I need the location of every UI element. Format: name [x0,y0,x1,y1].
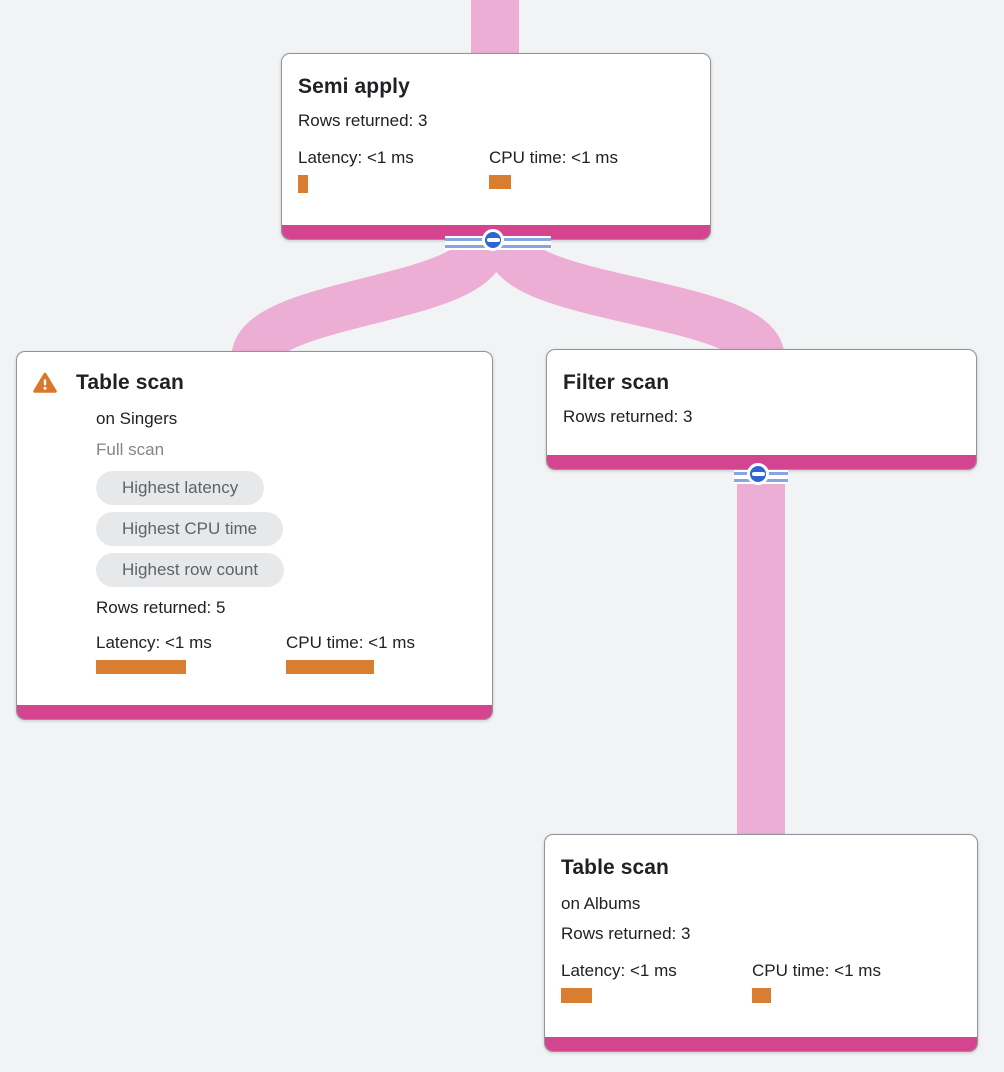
cpu-time-bar [489,175,511,189]
latency-label: Latency: <1 ms [561,961,677,980]
edge-semi-apply-to-filter-scan [485,237,785,364]
collapse-button-semi-apply[interactable] [482,229,504,251]
node-table-scan-singers[interactable]: Table scan on Singers Full scan Highest … [16,351,493,720]
node-subtitle: on Singers [96,409,178,428]
warning-triangle-icon [33,372,57,394]
latency-label: Latency: <1 ms [298,148,414,167]
cpu-time-label: CPU time: <1 ms [286,633,415,652]
edge-semi-apply-to-table-scan [231,238,507,363]
node-table-scan-albums[interactable]: Table scan on Albums Rows returned: 3 La… [544,834,978,1052]
node-footer-bar [547,455,976,469]
badge-highest-latency: Highest latency [96,471,265,505]
latency-bar [96,660,186,674]
rows-returned: Rows returned: 3 [563,407,693,426]
latency-bar [298,175,308,193]
node-footer-bar [545,1037,977,1051]
node-subtitle: on Albums [561,894,641,913]
node-title: Table scan [561,856,669,879]
minus-icon [486,238,500,242]
rows-returned: Rows returned: 3 [298,111,428,130]
collapse-button-filter-scan[interactable] [747,463,769,485]
node-semi-apply[interactable]: Semi apply Rows returned: 3 Latency: <1 … [281,53,711,240]
latency-bar [561,988,592,1003]
node-filter-scan[interactable]: Filter scan Rows returned: 3 [546,349,977,470]
cpu-time-bar [752,988,771,1003]
rows-returned: Rows returned: 5 [96,598,226,617]
cpu-time-bar [286,660,374,674]
cpu-time-label: CPU time: <1 ms [489,148,618,167]
minus-icon [751,472,765,476]
scan-type: Full scan [96,440,165,459]
badge-list: Highest latency Highest CPU time Highest… [96,471,476,587]
latency-label: Latency: <1 ms [96,633,212,652]
node-title: Table scan [76,371,184,394]
node-footer-bar [17,705,492,719]
node-title: Semi apply [298,75,410,98]
badge-highest-cpu-time: Highest CPU time [96,512,284,546]
rows-returned: Rows returned: 3 [561,924,691,943]
cpu-time-label: CPU time: <1 ms [752,961,881,980]
badge-highest-row-count: Highest row count [96,553,285,587]
node-title: Filter scan [563,371,670,394]
